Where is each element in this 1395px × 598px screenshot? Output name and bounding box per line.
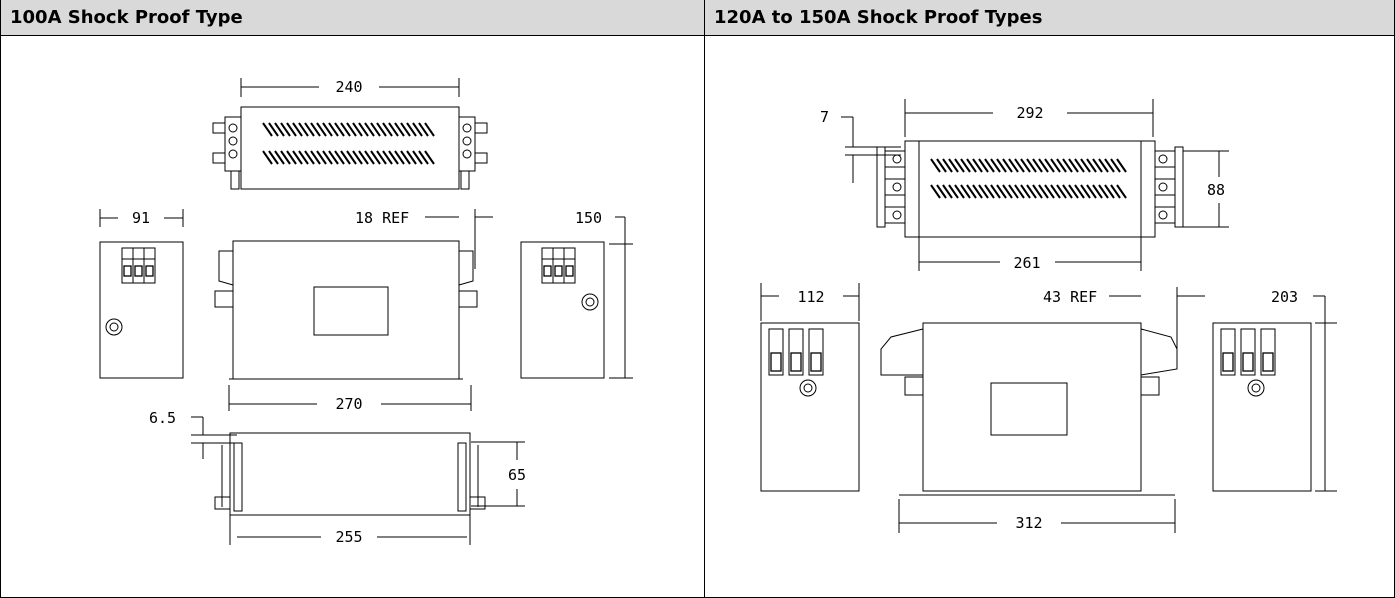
dim-top-width: 240 [240, 78, 460, 97]
bottom-view-100a [214, 432, 486, 545]
dim-height: 150 [575, 209, 633, 379]
label-88: 88 [1207, 181, 1225, 199]
dim-bottom-offset: 6.5 [149, 409, 237, 459]
label-255: 255 [335, 528, 362, 546]
label-240: 240 [335, 78, 362, 96]
top-view-100a [212, 106, 488, 190]
front-view-100a [214, 240, 478, 380]
dim-side-width-120a: 112 [760, 283, 860, 321]
dim-front-width-120a: 312 [898, 499, 1176, 533]
header-right: 120A to 150A Shock Proof Types [705, 0, 1394, 36]
side-view-left-120a [760, 322, 860, 492]
drawing-100a: 240 [99, 78, 633, 546]
label-112: 112 [797, 288, 824, 306]
dim-ref-120a: 43 REF [1043, 287, 1205, 367]
dim-inner-width-120a: 261 [918, 237, 1142, 272]
dim-bottom-width: 255 [237, 528, 467, 546]
label-65: 65 [508, 466, 526, 484]
label-261: 261 [1013, 254, 1040, 272]
label-312: 312 [1015, 514, 1042, 532]
label-270: 270 [335, 395, 362, 413]
label-203: 203 [1271, 288, 1298, 306]
label-91: 91 [132, 209, 150, 227]
panel-title-100a: 100A Shock Proof Type [10, 7, 243, 28]
label-150: 150 [575, 209, 602, 227]
dim-front-width: 270 [228, 385, 472, 413]
dim-offset: 7 [820, 108, 901, 183]
dim-height-120a: 203 [1271, 288, 1337, 492]
dim-top-width-120a: 292 [904, 99, 1154, 137]
header-left: 100A Shock Proof Type [1, 0, 704, 36]
panel-title-120a-150a: 120A to 150A Shock Proof Types [714, 7, 1043, 28]
dim-top-height-120a: 88 [1183, 150, 1229, 228]
label-6-5: 6.5 [149, 409, 176, 427]
label-7: 7 [820, 108, 829, 126]
side-view-right-120a [1212, 322, 1312, 492]
label-292: 292 [1016, 104, 1043, 122]
dim-side-width: 91 [99, 209, 184, 227]
label-18-ref: 18 REF [355, 209, 409, 227]
dim-bottom-height: 65 [471, 441, 526, 507]
drawing-120a-150a: 7 292 [760, 99, 1337, 533]
dim-ref: 18 REF [355, 209, 493, 269]
side-view-right-100a [520, 241, 605, 379]
front-view-120a [880, 322, 1178, 496]
label-43-ref: 43 REF [1043, 288, 1097, 306]
top-view-120a [876, 140, 1184, 238]
column-divider [704, 0, 705, 598]
side-view-left-100a [99, 241, 184, 379]
